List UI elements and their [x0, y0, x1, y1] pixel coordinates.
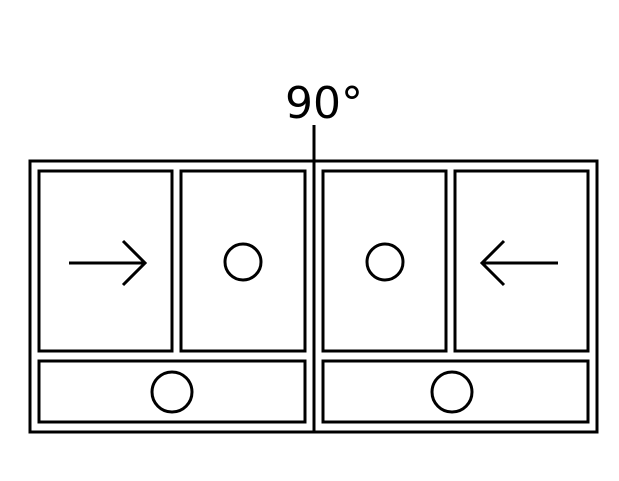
circle-icon: [430, 370, 474, 414]
outer-frame: [28, 159, 599, 434]
circle-icon: [223, 242, 263, 282]
right-panel-2: [453, 169, 590, 353]
arrow-right-icon: [69, 239, 148, 287]
left-panel-2: [179, 169, 307, 353]
right-panel-1: [321, 169, 448, 353]
circle-icon: [150, 370, 194, 414]
circle-icon: [365, 242, 405, 282]
arrow-left-icon: [479, 239, 558, 287]
right-bottom-panel: [321, 359, 590, 424]
angle-label: 90°: [285, 78, 363, 129]
left-panel-1: [37, 169, 174, 353]
left-unit: [37, 169, 307, 424]
right-unit: [321, 169, 590, 424]
left-bottom-panel: [37, 359, 307, 424]
